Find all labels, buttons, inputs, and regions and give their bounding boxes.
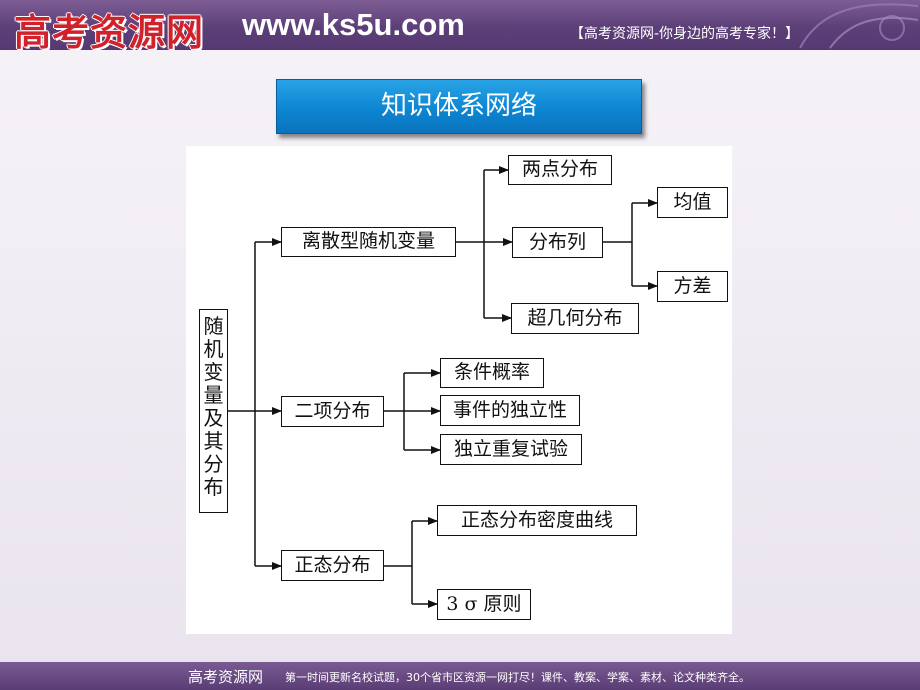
node-normal-distribution: 正态分布 [281,550,384,581]
root-char: 随 [203,314,224,338]
node-two-point-distribution: 两点分布 [508,155,612,185]
node-three-sigma-rule: 3 σ 原则 [437,589,531,620]
node-variance: 方差 [657,271,728,302]
node-event-independence: 事件的独立性 [440,395,580,426]
site-url[interactable]: www.ks5u.com [242,7,465,42]
decorative-swirl-icon [799,3,919,49]
root-char: 布 [203,475,224,499]
node-random-variable-distribution: 随 机 变 量 及 其 分 布 [199,309,228,513]
node-mean: 均值 [657,187,728,218]
header-slogan: 【高考资源网-你身边的高考专家！】 [570,26,800,42]
header-bar: 高考资源网 www.ks5u.com 【高考资源网-你身边的高考专家！】 [0,0,920,54]
brand-logo[interactable]: 高考资源网 [14,10,204,54]
node-hypergeometric-distribution: 超几何分布 [511,303,639,334]
root-char: 机 [203,337,224,361]
node-normal-density-curve: 正态分布密度曲线 [437,505,637,536]
node-independent-repeated-trials: 独立重复试验 [440,434,582,465]
root-char: 变 [203,360,224,384]
node-discrete-random-variable: 离散型随机变量 [281,227,456,257]
root-char: 分 [203,452,224,476]
diagram-background [186,146,732,634]
footer-brand[interactable]: 高考资源网 [188,668,264,686]
node-distribution-list: 分布列 [512,227,603,258]
root-char: 量 [203,383,224,407]
node-binomial-distribution: 二项分布 [281,396,384,427]
title-banner: 知识体系网络 [276,79,642,134]
root-char: 及 [203,406,224,430]
root-char: 其 [203,429,224,453]
page-title: 知识体系网络 [380,91,537,121]
node-conditional-probability: 条件概率 [440,358,544,388]
footer-bar: 高考资源网 第一时间更新名校试题，30个省市区资源一网打尽！课件、教案、学案、素… [0,662,920,690]
footer-description: 第一时间更新名校试题，30个省市区资源一网打尽！课件、教案、学案、素材、论文种类… [285,671,750,684]
